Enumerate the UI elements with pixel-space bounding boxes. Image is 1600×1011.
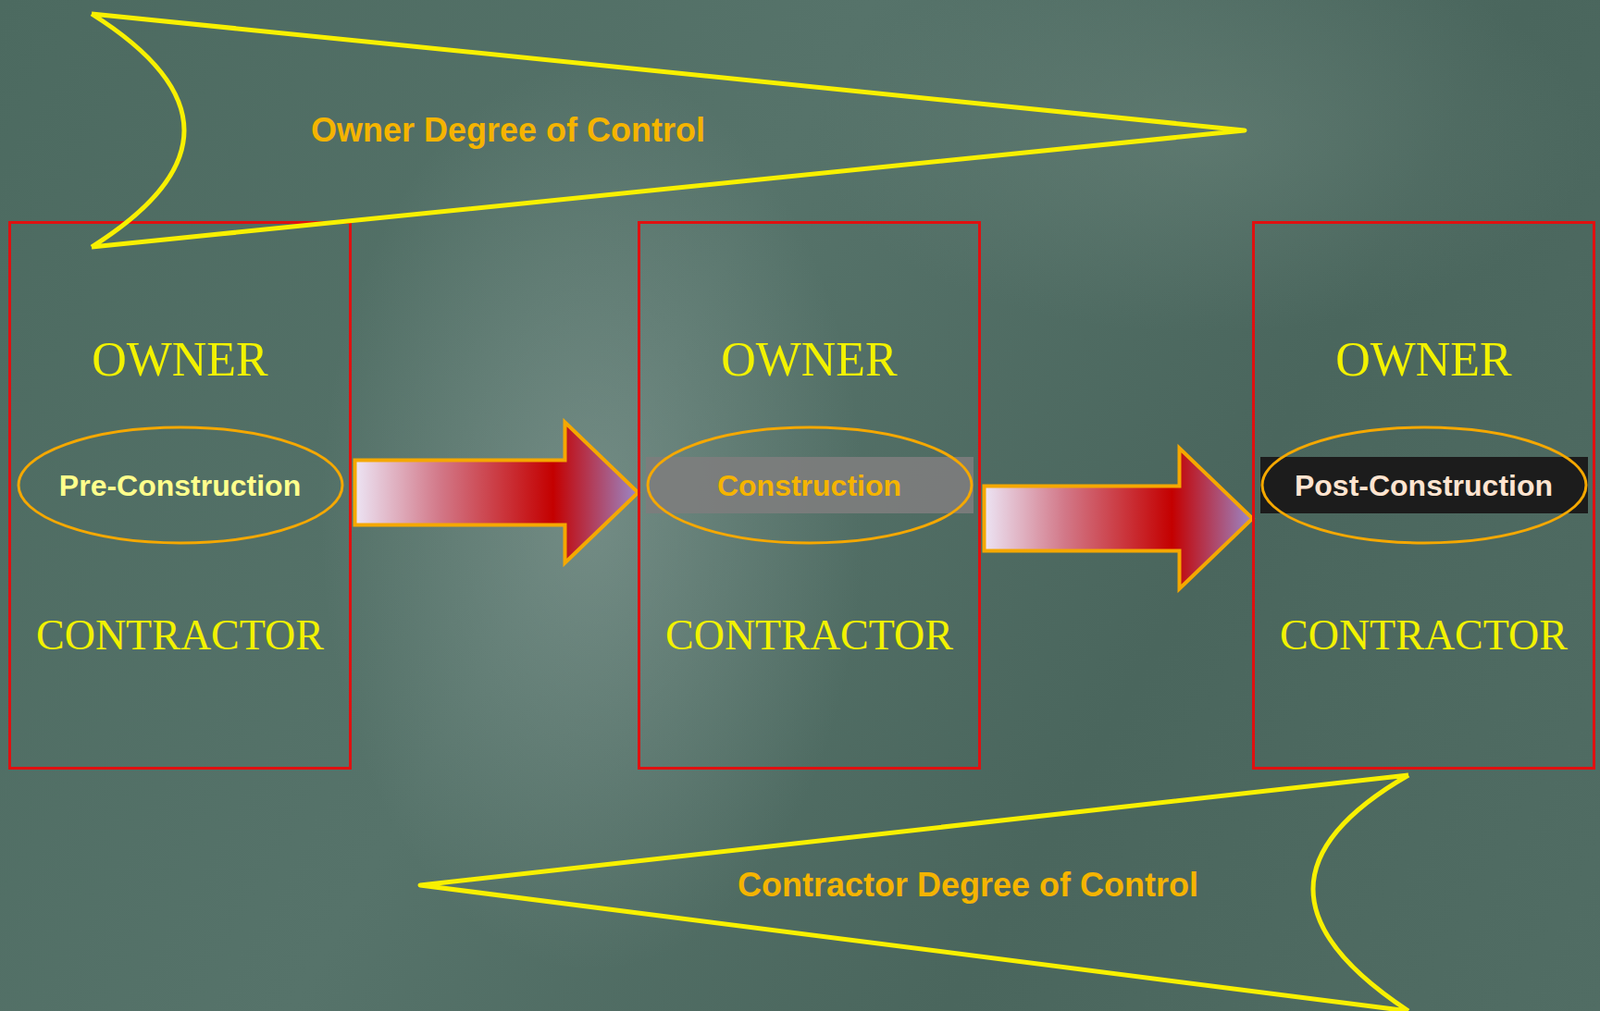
phase-ellipse: Pre-Construction	[16, 425, 345, 546]
owner-label: OWNER	[1254, 332, 1593, 388]
phase-label: Pre-Construction	[59, 467, 301, 505]
party-box: OWNER ConstructionCONTRACTOR	[637, 221, 981, 770]
party-box: OWNER Post-ConstructionCONTRACTOR	[1252, 221, 1596, 770]
phase-ellipse: Construction	[645, 425, 974, 546]
phase-band	[1260, 457, 1588, 514]
ellipse-line	[1262, 427, 1587, 544]
phase-label: Construction	[717, 467, 902, 505]
phase-slot: Construction	[640, 425, 979, 546]
ellipse-line	[18, 427, 343, 544]
owner-label: OWNER	[11, 332, 349, 388]
ellipse-line	[647, 427, 972, 544]
flow-arrow	[984, 448, 1253, 590]
control-label: Contractor Degree of Control	[737, 867, 1199, 905]
phase-band	[645, 457, 974, 514]
phase-ellipse: Post-Construction	[1260, 425, 1588, 546]
wedge-line	[420, 775, 1409, 1011]
contractor-label: CONTRACTOR	[11, 607, 349, 664]
flow-arrow	[355, 422, 639, 564]
wedge-line	[91, 13, 1245, 248]
phase-label: Post-Construction	[1294, 467, 1553, 505]
contractor-label: CONTRACTOR	[640, 607, 979, 664]
control-wedge: Owner Degree of Control	[91, 12, 1247, 249]
phase-slot: Pre-Construction	[11, 425, 349, 546]
control-label: Owner Degree of Control	[310, 111, 706, 149]
party-box: OWNER Pre-ConstructionCONTRACTOR	[8, 221, 352, 770]
control-wedge: Contractor Degree of Control	[418, 773, 1409, 1011]
phase-slot: Post-Construction	[1254, 425, 1593, 546]
contractor-label: CONTRACTOR	[1254, 607, 1593, 664]
owner-label: OWNER	[640, 332, 979, 388]
